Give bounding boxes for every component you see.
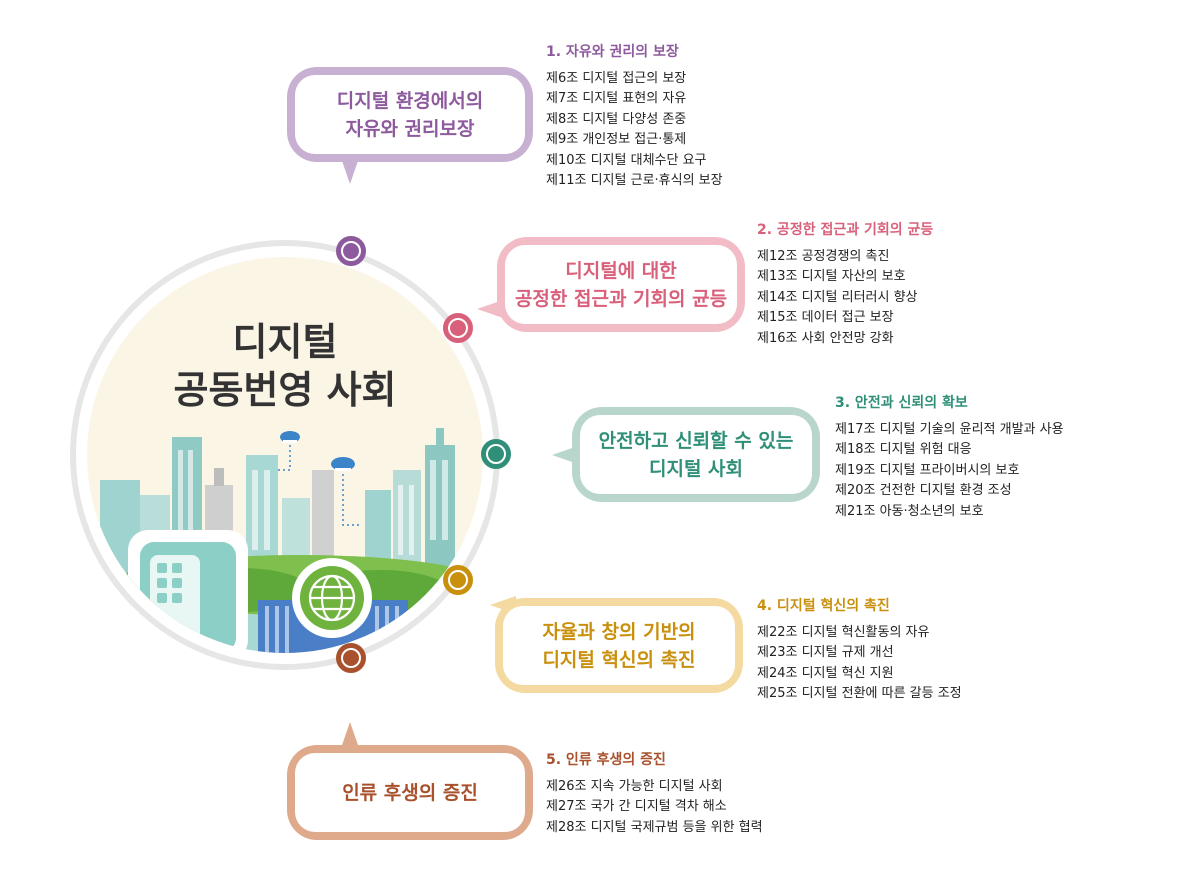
section-4-item: 제22조 디지털 혁신활동의 자유: [757, 625, 930, 640]
section-2-item: 제16조 사회 안전망 강화: [757, 330, 894, 346]
section-2-item: 제15조 데이터 접근 보장: [757, 310, 894, 326]
bubble-safe-trust: 안전하고 신뢰할 수 있는 디지털 사회: [572, 407, 820, 502]
section-5: 5. 인류 후생의 증진 제26조 지속 가능한 디지털 사회 제27조 국가 …: [546, 749, 763, 838]
section-3-item: 제18조 디지털 위험 대응: [835, 442, 972, 458]
section-4: 4. 디지털 혁신의 촉진 제22조 디지털 혁신활동의 자유 제23조 디지털…: [757, 595, 962, 705]
center-title-line2: 공동번영 사회: [173, 368, 397, 412]
ring-marker-5: [336, 643, 366, 673]
bubble-3-line2: 디지털 사회: [648, 457, 743, 480]
section-2: 2. 공정한 접근과 기회의 균등 제12조 공정경쟁의 촉진 제13조 디지털…: [757, 219, 933, 349]
section-1-item: 제8조 디지털 다양성 존중: [546, 111, 687, 127]
section-1-item: 제7조 디지털 표현의 자유: [546, 91, 687, 107]
cloud-icon: [280, 431, 300, 443]
section-4-item: 제25조 디지털 전환에 따른 갈등 조정: [757, 686, 962, 702]
bubble-1-line1: 디지털 환경에서의: [336, 89, 484, 112]
cloud-icon: [331, 457, 355, 471]
section-5-item: 제28조 디지털 국제규범 등을 위한 협력: [546, 819, 763, 835]
section-1: 1. 자유와 권리의 보장 제6조 디지털 접근의 보장 제7조 디지털 표현의…: [546, 41, 723, 191]
section-1-item: 제10조 디지털 대체수단 요구: [546, 152, 707, 168]
bubble-freedom-rights: 디지털 환경에서의 자유와 권리보장: [287, 67, 533, 162]
bubble-1-line2: 자유와 권리보장: [345, 117, 475, 140]
ring-marker-3: [481, 439, 511, 469]
section-1-title: 1. 자유와 권리의 보장: [546, 44, 679, 60]
section-5-title: 5. 인류 후생의 증진: [546, 752, 666, 768]
bubble-4-line1: 자율과 창의 기반의: [542, 620, 696, 643]
bubble-welfare: 인류 후생의 증진: [287, 745, 533, 840]
bubble-fair-access: 디지털에 대한 공정한 접근과 기회의 균등: [497, 237, 745, 332]
center-title-line1: 디지털: [232, 320, 338, 364]
section-3-item: 제19조 디지털 프라이버시의 보호: [835, 462, 1020, 478]
section-1-item: 제6조 디지털 접근의 보장: [546, 71, 687, 86]
section-2-item: 제12조 공정경쟁의 촉진: [757, 249, 890, 264]
bubble-5-tail: [341, 722, 359, 748]
section-1-item: 제11조 디지털 근로·휴식의 보장: [546, 173, 723, 189]
ring-marker-2: [443, 313, 473, 343]
section-3-item: 제21조 아동·청소년의 보호: [835, 503, 984, 519]
bubble-2-tail: [477, 300, 503, 318]
bubble-4-line2: 디지털 혁신의 촉진: [542, 648, 696, 671]
section-3-item: 제17조 디지털 기술의 윤리적 개발과 사용: [835, 422, 1064, 437]
section-1-item: 제9조 개인정보 접근·통제: [546, 132, 687, 148]
bubble-5-line1: 인류 후생의 증진: [342, 781, 478, 804]
bubble-2-line2: 공정한 접근과 기회의 균등: [514, 287, 728, 310]
section-2-item: 제13조 디지털 자산의 보호: [757, 269, 906, 285]
ring-marker-1: [336, 236, 366, 266]
bubble-3-line1: 안전하고 신뢰할 수 있는: [598, 429, 794, 452]
center-title: 디지털 공동번영 사회: [140, 318, 430, 414]
section-5-item: 제27조 국가 간 디지털 격차 해소: [546, 799, 727, 815]
bubble-3-tail: [552, 446, 578, 464]
bubble-1-tail: [341, 158, 359, 184]
ring-marker-4: [443, 565, 473, 595]
section-4-item: 제24조 디지털 혁신 지원: [757, 665, 894, 681]
section-4-title: 4. 디지털 혁신의 촉진: [757, 598, 890, 614]
section-2-item: 제14조 디지털 리터러시 향상: [757, 289, 918, 305]
city-skyline: [100, 428, 483, 653]
bubble-innovation: 자율과 창의 기반의 디지털 혁신의 촉진: [495, 598, 743, 693]
bubble-2-line1: 디지털에 대한: [565, 259, 677, 282]
section-4-item: 제23조 디지털 규제 개선: [757, 645, 894, 661]
section-5-item: 제26조 지속 가능한 디지털 사회: [546, 779, 723, 794]
section-2-title: 2. 공정한 접근과 기회의 균등: [757, 222, 934, 238]
section-3-item: 제20조 건전한 디지털 환경 조성: [835, 483, 1012, 499]
section-3-title: 3. 안전과 신뢰의 확보: [835, 395, 968, 411]
section-3: 3. 안전과 신뢰의 확보 제17조 디지털 기술의 윤리적 개발과 사용 제1…: [835, 392, 1064, 522]
